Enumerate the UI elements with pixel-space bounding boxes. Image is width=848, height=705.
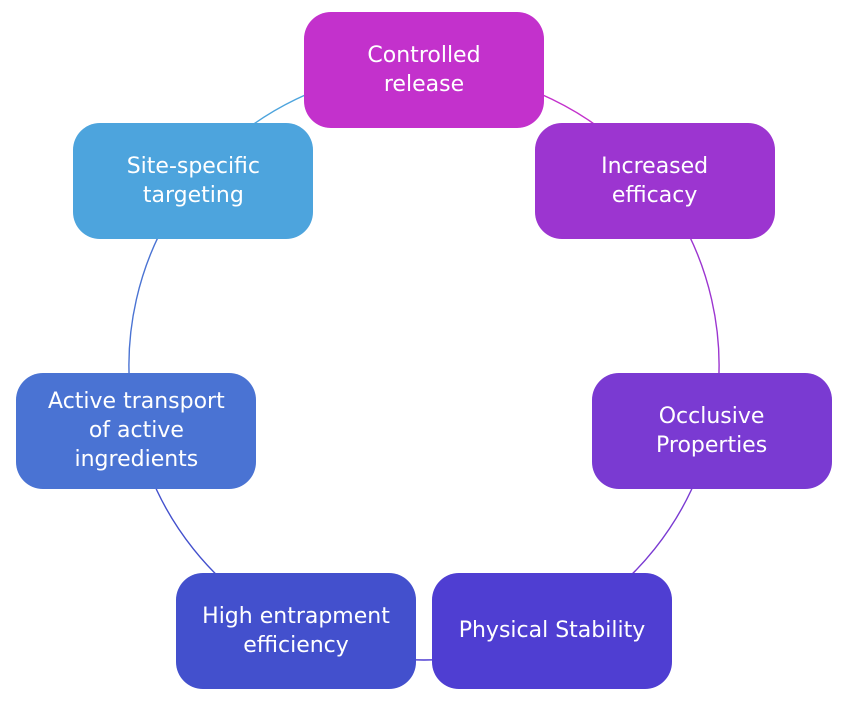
node-label-line: efficacy: [611, 183, 698, 209]
node-label-line: Controlled: [367, 43, 481, 68]
node-increased-efficacy: Increased efficacy: [534, 123, 775, 240]
node-active-transport: Active transport of active ingredients: [16, 372, 257, 489]
node-physical-stability: Physical Stability: [431, 572, 672, 689]
node-label-line: Physical Stability: [458, 618, 646, 644]
node-label-line: ingredients: [74, 447, 199, 473]
node-high-entrapment-efficiency: High entrapment efficiency: [176, 572, 416, 689]
node-label-line: Active transport: [48, 389, 225, 415]
node-label-line: of active: [88, 418, 184, 444]
node-label-line: Site-specific: [126, 154, 261, 180]
node-label-line: Increased: [601, 154, 709, 180]
node-controlled-release: Controlled release: [304, 12, 544, 128]
node-label-line: efficiency: [243, 632, 349, 658]
node-label-line: Properties: [656, 432, 768, 458]
node-label-line: targeting: [142, 183, 244, 209]
node-label-line: High entrapment: [202, 603, 390, 629]
node-label-line: release: [383, 72, 465, 97]
node-label-line: Occlusive: [658, 403, 765, 429]
node-site-specific-targeting: Site-specific targeting: [73, 123, 314, 240]
